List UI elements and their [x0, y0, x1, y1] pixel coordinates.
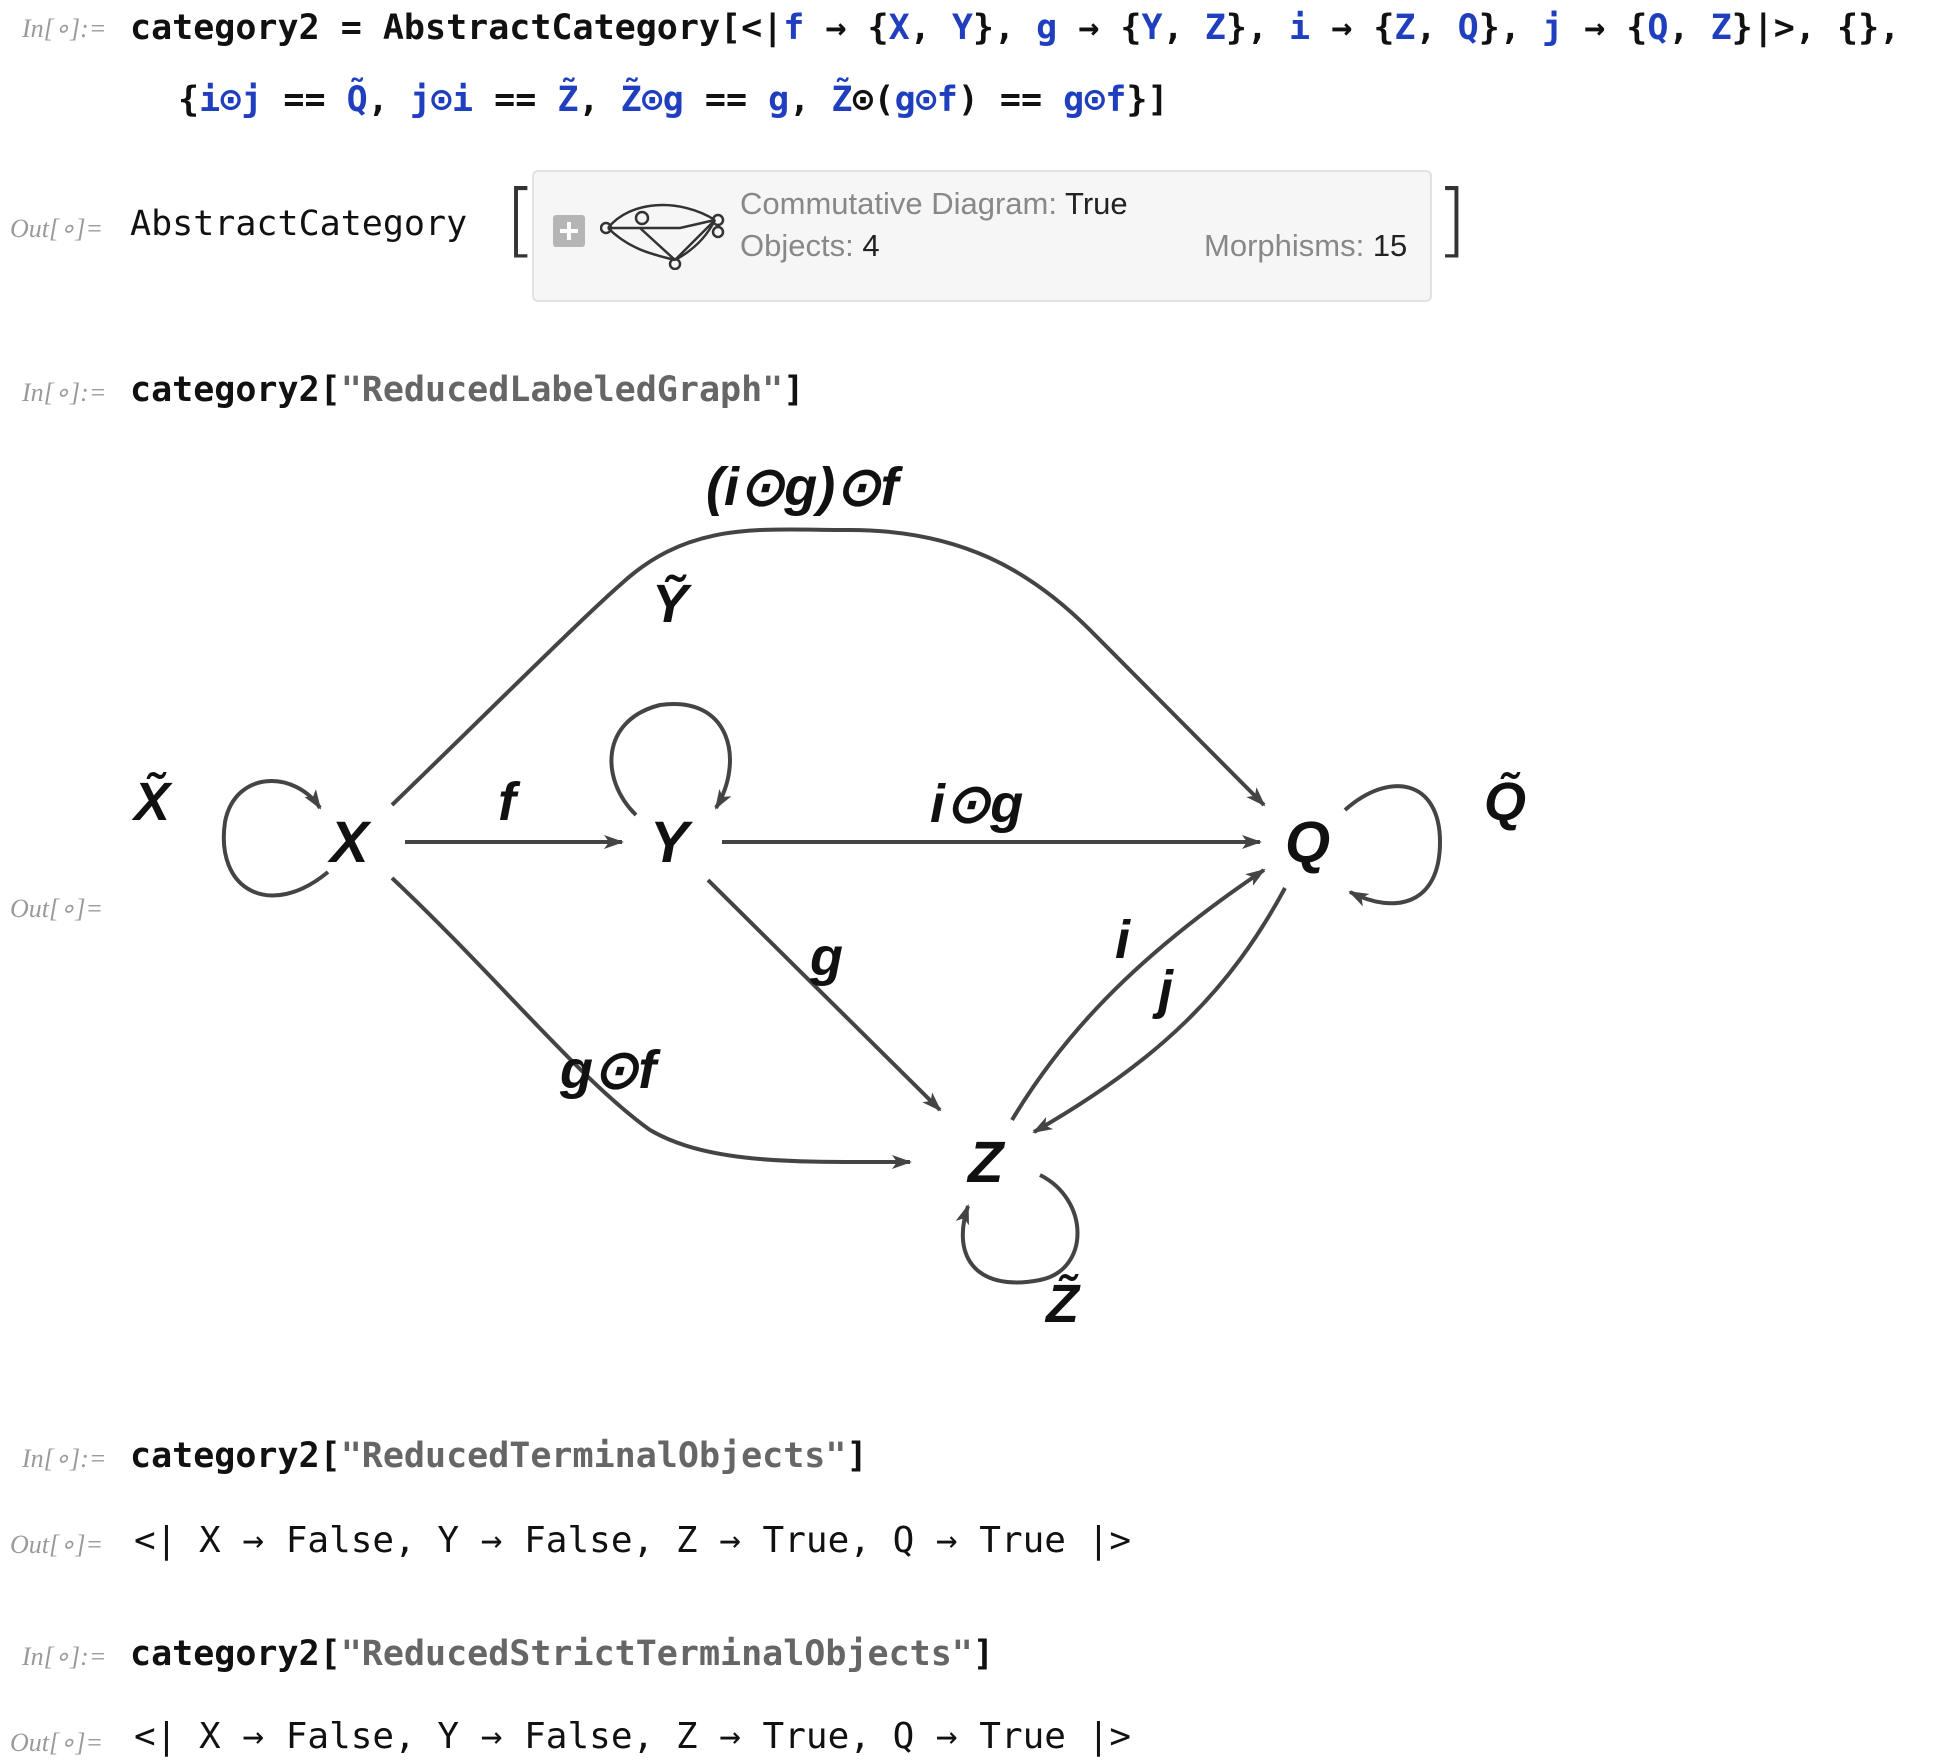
edge-i [1010, 868, 1266, 1122]
code-f: f [783, 8, 805, 48]
rel-4-arg: g⊙f [894, 80, 958, 120]
summary-box[interactable] [532, 170, 1432, 302]
loop-Q [1343, 784, 1443, 907]
label-f: f [498, 772, 521, 832]
code-Q: Q [1457, 8, 1479, 48]
input-reduced-strict-terminal-objects[interactable]: category2["ReducedStrictTerminalObjects"… [130, 1634, 994, 1674]
right-bracket: ] [1436, 173, 1468, 266]
label-iogof: (i⊙g)⊙f [706, 457, 903, 517]
out-label-4: Out[∘]= [10, 1728, 104, 1757]
edge-g [706, 878, 942, 1112]
rel-4-rhs: g⊙f [1063, 80, 1127, 120]
label-Qtilde: Q̃ [1484, 772, 1526, 832]
code-j: j [1541, 8, 1564, 48]
rel-4-op: ⊙( [852, 80, 895, 120]
output-reduced-terminal-objects: <| X → False, Y → False, Z → True, Q → T… [134, 1520, 1131, 1561]
commutative-diagram-field: Commutative Diagram: True [740, 186, 1128, 221]
label-Ytilde: Ỹ [652, 574, 693, 634]
rel-2-rhs: Z̃ [557, 80, 579, 120]
label-gof: g⊙f [559, 1040, 661, 1100]
code-Y2: Y [1141, 8, 1163, 48]
morphisms-field: Morphisms: 15 [1204, 228, 1408, 263]
input-line-1[interactable]: category2 = AbstractCategory[<|f → {X, Y… [130, 8, 1901, 48]
label-g: g [809, 927, 843, 987]
objects-field: Objects: 4 [740, 228, 880, 263]
out-label-3: Out[∘]= [10, 1530, 104, 1559]
input-reduced-terminal-objects[interactable]: category2["ReducedTerminalObjects"] [130, 1436, 868, 1476]
edge-j [1032, 887, 1287, 1134]
in-label-4: In[∘]:= [22, 1642, 107, 1671]
code-Z2: Z [1394, 8, 1416, 48]
rel-3: Z̃⊙g [620, 80, 684, 120]
node-Y: Y [650, 810, 694, 875]
rel-3-rhs: g [768, 80, 790, 120]
code-prefix: category2 = AbstractCategory[<| [130, 8, 784, 48]
rel-4: Z̃ [831, 80, 853, 120]
label-Ztilde: Z̃ [1044, 1274, 1081, 1334]
input-line-2[interactable]: {i⊙j == Q̃, j⊙i == Z̃, Z̃⊙g == g, Z̃⊙(g⊙… [178, 80, 1169, 120]
code-Q2: Q [1647, 8, 1669, 48]
node-Q: Q [1285, 810, 1330, 875]
in-label-3: In[∘]:= [22, 1444, 107, 1473]
rel-1-rhs: Q̃ [346, 80, 368, 120]
node-Z: Z [966, 1130, 1006, 1195]
expand-plus-icon[interactable] [553, 215, 585, 247]
out-label-1: Out[∘]= [10, 214, 104, 243]
category-thumbnail-icon [600, 203, 725, 270]
label-i: i [1115, 910, 1131, 970]
code-Z: Z [1204, 8, 1226, 48]
loop-X [221, 779, 330, 898]
left-bracket: [ [505, 173, 537, 266]
code-Z3: Z [1710, 8, 1732, 48]
input-reduced-labeled-graph[interactable]: category2["ReducedLabeledGraph"] [130, 370, 805, 410]
code-X: X [888, 8, 910, 48]
edge-iogof [390, 527, 1266, 807]
label-Xtilde: X̃ [131, 772, 173, 832]
code-i: i [1289, 8, 1311, 48]
output-head: AbstractCategory [130, 204, 468, 244]
loop-Z [955, 1173, 1080, 1285]
edge-gof [390, 876, 912, 1170]
output-reduced-strict-terminal-objects: <| X → False, Y → False, Z → True, Q → T… [134, 1716, 1131, 1757]
in-label-2: In[∘]:= [22, 378, 107, 407]
label-iog: i⊙g [930, 774, 1023, 834]
out-label-2: Out[∘]= [10, 894, 104, 923]
loop-Y [609, 701, 732, 817]
code-Y: Y [951, 8, 973, 48]
rel-1: i⊙j [199, 80, 263, 120]
label-j: j [1152, 960, 1174, 1020]
rel-2: j⊙i [409, 80, 474, 120]
in-label-1: In[∘]:= [22, 14, 107, 43]
code-g: g [1036, 8, 1058, 48]
node-X: X [327, 810, 372, 875]
